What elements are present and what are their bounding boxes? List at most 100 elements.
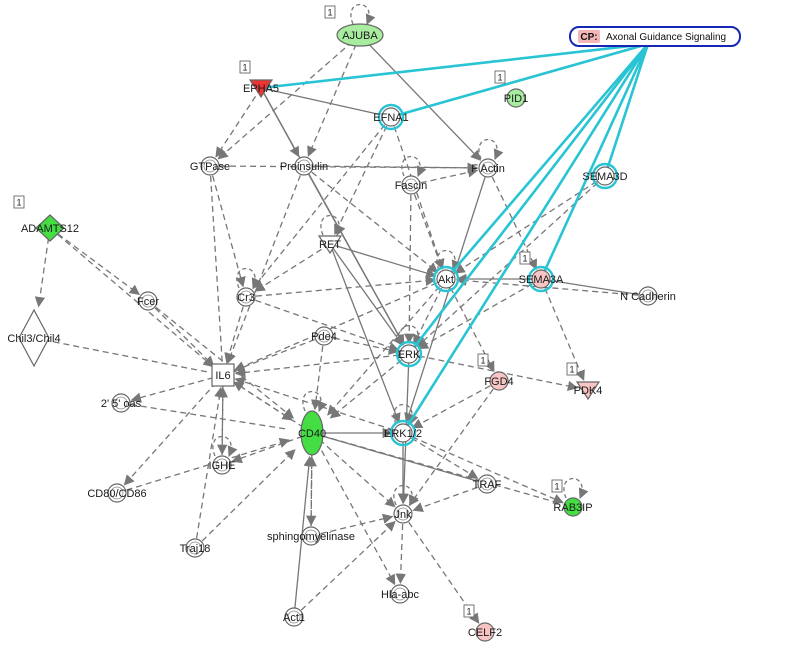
node-count-badge	[324, 5, 336, 19]
edge-gtpase-factin	[209, 162, 479, 174]
node-fcer[interactable]: Fcer	[137, 291, 159, 311]
node-label: ERK	[398, 349, 421, 361]
edge-fascin-akt	[410, 184, 444, 270]
node-erk[interactable]: ERK	[395, 340, 423, 368]
node-inner-ring	[188, 541, 202, 555]
node-label: AJUBA	[342, 30, 378, 42]
pathway-link-sema3a	[539, 43, 650, 280]
node-count-badge-text: 1	[466, 607, 471, 617]
node-label: CD40	[298, 428, 326, 440]
node-label: Akt	[438, 274, 454, 286]
node-akt[interactable]: Akt	[432, 265, 460, 293]
edge-jnk-jnk	[393, 484, 419, 506]
pathway-member-ring	[527, 265, 555, 293]
pathway-member-ring	[377, 103, 405, 131]
node-sema3d[interactable]: SEMA3D	[582, 162, 628, 190]
node-count-badge-text: 1	[327, 8, 332, 18]
edge-rab3ip-rab3ip	[563, 477, 589, 499]
node-label: Pde4	[311, 331, 337, 343]
node-label: Jnk	[394, 509, 412, 521]
node-shape-triangle	[575, 381, 601, 401]
node-oas[interactable]: 2' 5' oas	[101, 393, 142, 413]
node-ncadherin[interactable]: N Cadherin	[620, 286, 676, 306]
edge-ret-akt	[329, 243, 437, 279]
node-shape-ellipse	[336, 23, 384, 47]
node-hla[interactable]: Hla-abc	[381, 584, 419, 604]
pathway-member-ring	[591, 162, 619, 190]
node-cd80[interactable]: CD80/CD86	[87, 483, 147, 503]
edge-factin-erk12	[404, 167, 489, 424]
node-label: ERK1/2	[384, 428, 422, 440]
node-cr3[interactable]: Cr3	[236, 287, 256, 307]
edge-sema3a-erk	[417, 278, 542, 350]
edge-efna1-cr3	[252, 116, 392, 290]
node-inner-ring	[317, 329, 331, 343]
node-label: EPHA5	[243, 83, 279, 95]
node-pde4[interactable]: Pde4	[311, 326, 337, 346]
edge-fascin-fascin	[401, 155, 427, 177]
node-traj18[interactable]: Traj18	[180, 538, 211, 558]
edge-traj18-il6	[194, 386, 225, 549]
node-ret[interactable]: RET	[317, 235, 343, 255]
node-traf[interactable]: TRAF	[473, 474, 502, 494]
edge-fgd4-erk12	[411, 380, 500, 429]
edge-erk-il6	[234, 353, 410, 378]
edge-cd40-ighe	[231, 432, 313, 464]
edge-ajuba-factin	[359, 34, 482, 161]
edge-cd40-il6	[233, 381, 313, 434]
node-cd40[interactable]: CD40	[298, 410, 326, 456]
pathway-member-ring	[395, 340, 423, 368]
node-label: Cr3	[237, 292, 255, 304]
node-ighe[interactable]: IGHE	[209, 455, 236, 475]
node-label: GTPase	[190, 161, 230, 173]
node-shape-circle	[531, 269, 551, 289]
node-proinsulin[interactable]: Proinsulin	[280, 156, 328, 176]
node-jnk[interactable]: Jnk	[393, 504, 413, 524]
node-act1[interactable]: Act1	[283, 607, 305, 627]
edge-gtpase-cr3	[209, 165, 246, 288]
edge-ajuba-ajuba	[350, 3, 376, 25]
node-shape-circle	[381, 107, 401, 127]
edge-pde4-cd40	[310, 335, 325, 411]
pathway-member-ring	[389, 419, 417, 447]
edge-fgd4-jnk	[408, 380, 500, 506]
edge-cd40-cd40	[302, 390, 328, 412]
edge-act1-jnk	[293, 520, 396, 618]
node-sphingo[interactable]: sphingomyelinase	[267, 526, 355, 546]
node-efna1[interactable]: EFNA1	[373, 103, 409, 131]
node-erk12[interactable]: ERK1/2	[384, 419, 422, 447]
edge-layer	[33, 3, 649, 624]
node-factin[interactable]: F Actin	[471, 158, 505, 178]
node-shape-circle	[475, 622, 495, 642]
node-shape-circle	[563, 497, 583, 517]
edge-erk12-rab3ip	[402, 432, 564, 504]
pathway-link-erk12	[401, 43, 650, 434]
node-inner-ring	[393, 587, 407, 601]
edge-cd80-cd40	[116, 437, 291, 494]
node-count-badge	[239, 60, 251, 74]
edge-proinsulin-akt	[303, 165, 439, 273]
edge-akt-il6	[233, 278, 447, 371]
edge-ighe-il6	[217, 386, 228, 466]
node-count-badge-text: 1	[497, 73, 502, 83]
node-ajuba[interactable]: AJUBA 1	[324, 5, 384, 47]
edge-proinsulin-il6	[226, 165, 305, 364]
pathway-box[interactable]: CP: Axonal Guidance Signaling	[569, 26, 741, 47]
edge-gtpase-il6	[209, 165, 223, 363]
node-count-badge	[463, 604, 475, 618]
edge-oas-cd40	[120, 402, 289, 430]
edge-pde4-erk	[323, 335, 400, 355]
node-il6[interactable]: IL6	[211, 363, 235, 387]
node-chil3[interactable]: Chil3/Chil4	[7, 308, 61, 368]
node-fascin[interactable]: Fascin	[395, 175, 427, 195]
node-gtpase[interactable]: GTPase	[190, 156, 230, 176]
